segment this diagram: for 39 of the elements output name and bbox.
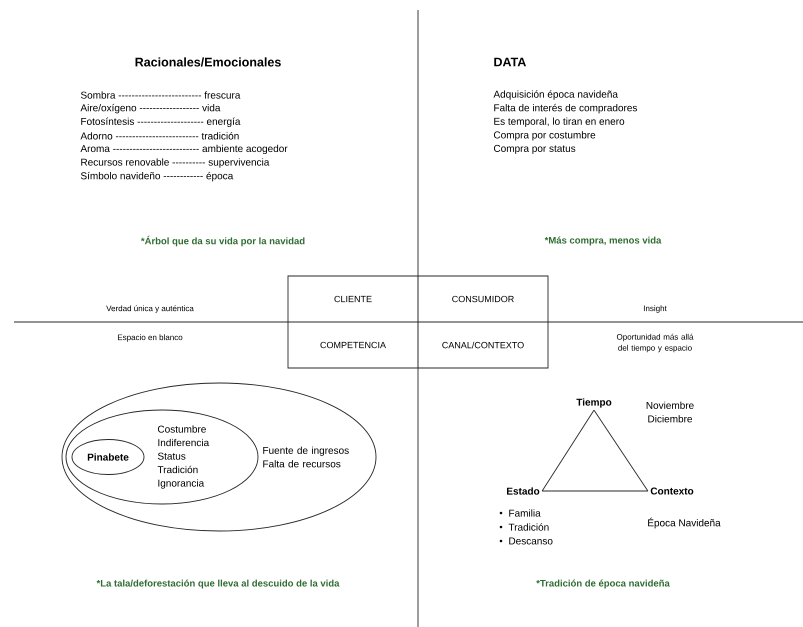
axis-label: Espacio en blanco: [118, 334, 182, 342]
ellipse-text: Costumbre Indiferencia Status Tradición Ignorancia: [158, 425, 210, 489]
grid-cell: CLIENTE: [288, 276, 418, 322]
bullet-item: Familia: [500, 509, 541, 517]
conclusion-text: *Tradición de época navideña: [536, 580, 670, 588]
context-text: Época Navideña: [648, 518, 721, 528]
list-item: Compra por status: [494, 144, 576, 154]
ellipse-text: Fuente de ingresos Falta de recursos: [263, 446, 349, 468]
list-item: Compra por costumbre: [494, 131, 596, 140]
axis-label: Insight: [644, 305, 667, 313]
list-item: Es temporal, lo tiran en enero: [494, 118, 624, 127]
triangle-side: [594, 410, 648, 492]
grid-cell: CANAL/CONTEXTO: [418, 322, 548, 368]
triangle-side: [542, 410, 594, 492]
grid-cell: COMPETENCIA: [288, 322, 418, 368]
bullet-item: Descanso: [500, 538, 552, 544]
list-item: Recursos renovable ---------- supervivencia: [81, 158, 270, 168]
heading: DATA: [494, 58, 526, 66]
list-item: Aire/oxígeno ------------------ vida: [80, 104, 220, 114]
axis-label: Verdad única y auténtica: [106, 305, 194, 313]
list-item: Sombra ------------------------- frescura: [80, 91, 240, 99]
conclusion-text: *La tala/deforestación que lleva al descuido de la vida: [96, 580, 340, 588]
bullet-item: Tradición: [500, 523, 549, 531]
list-item: Adorno ------------------------- tradición: [80, 132, 239, 140]
list-item: Falta de interés de compradores: [494, 104, 638, 114]
list-item: Fotosíntesis -------------------- energía: [81, 117, 240, 127]
list-item: Símbolo navideño ------------ época: [80, 172, 234, 182]
list-item: Aroma -------------------------- ambiente acogedor: [80, 144, 288, 154]
vertex-label: Contexto: [650, 487, 694, 495]
conclusion-text: *Árbol que da su vida por la navidad: [140, 236, 304, 246]
vertex-label: Tiempo: [576, 398, 612, 408]
list-item: Adquisición época navideña: [493, 90, 618, 100]
heading: Racionales/Emocionales: [136, 57, 281, 67]
vertex-label: Estado: [507, 487, 540, 495]
triangle-side: [542, 490, 648, 492]
grid-cell: CONSUMIDOR: [418, 276, 548, 322]
date-text: Noviembre Diciembre: [646, 402, 694, 422]
conclusion-text: *Más compra, menos vida: [544, 236, 662, 246]
axis-label: Oportunidad más allá del tiempo y espacio: [616, 334, 694, 352]
